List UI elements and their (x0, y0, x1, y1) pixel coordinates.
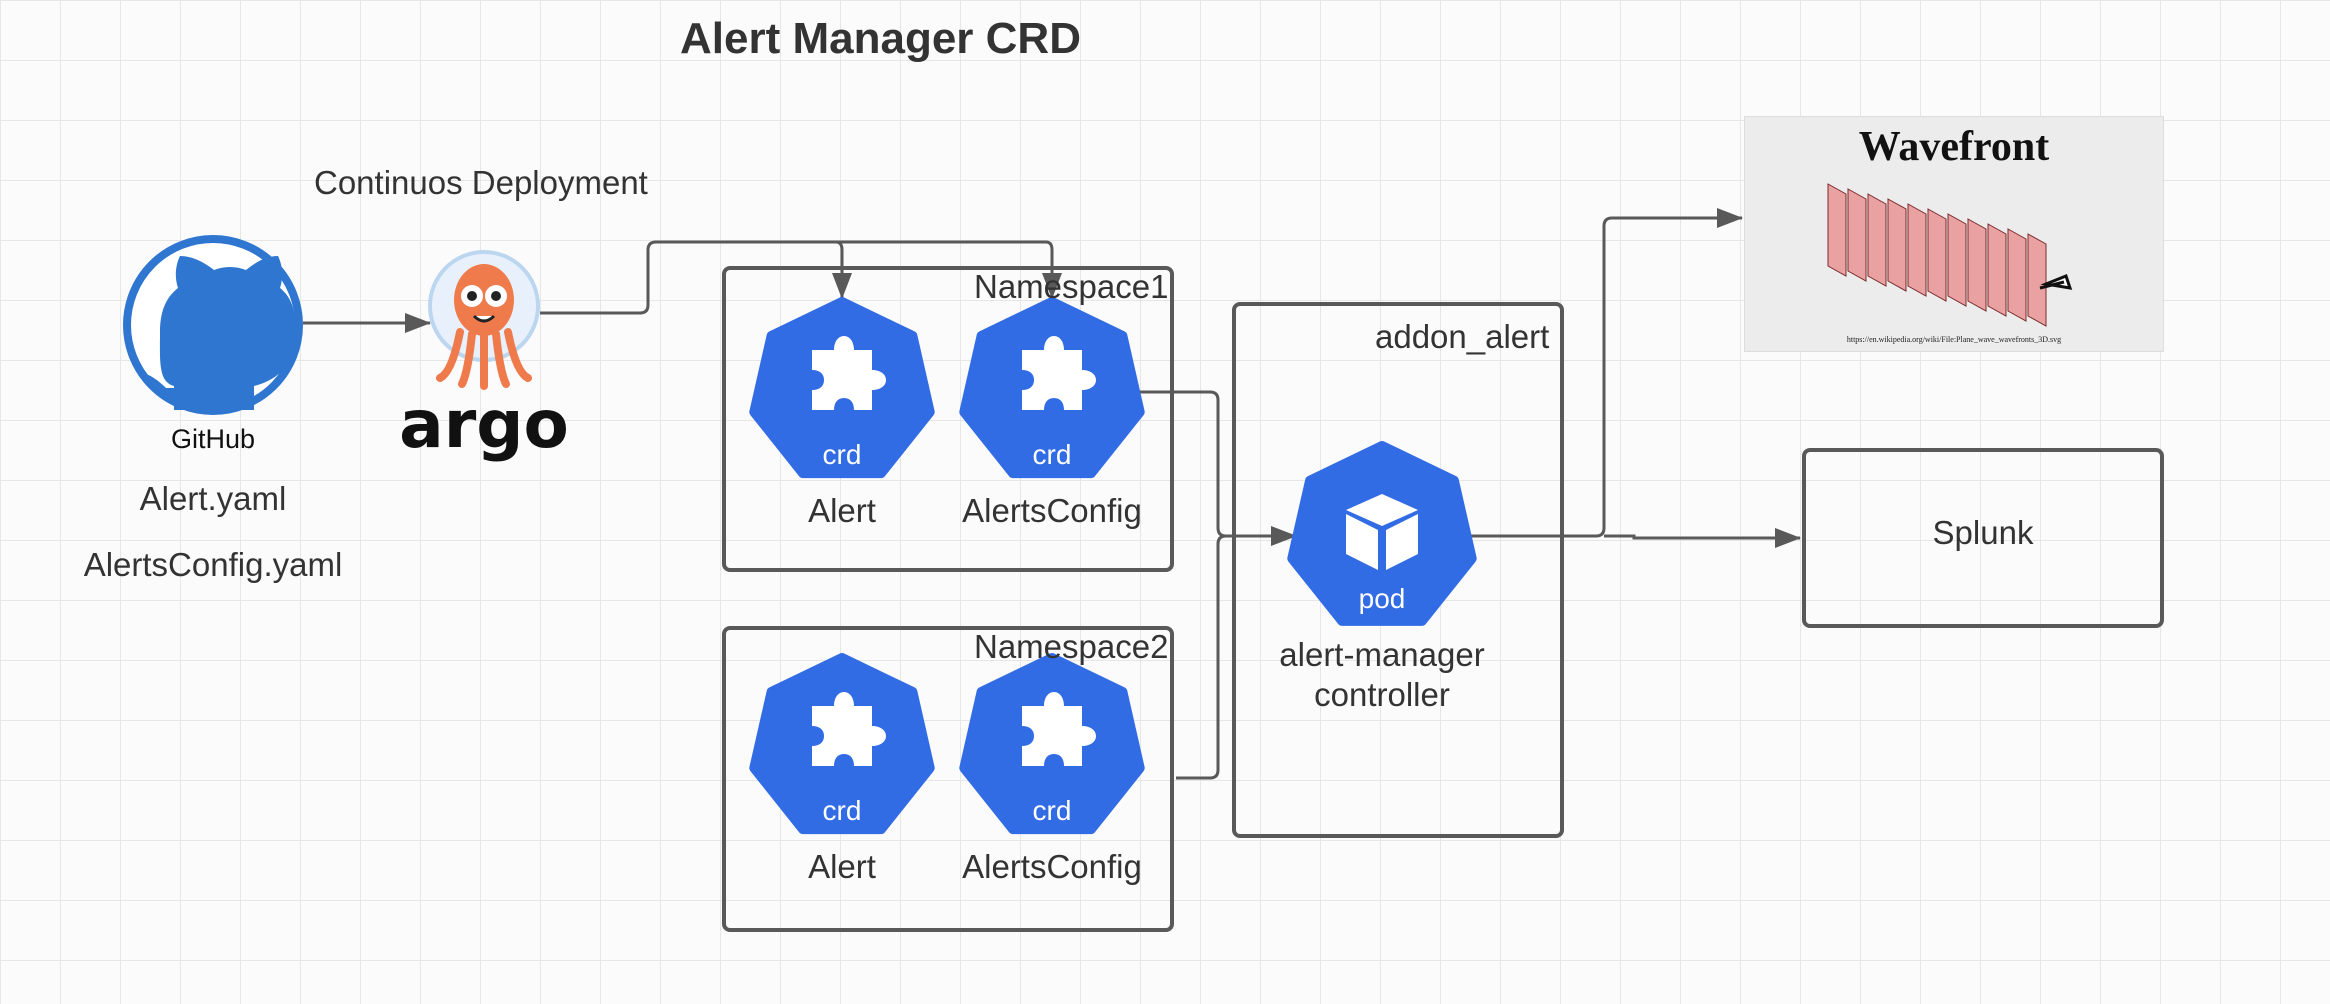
argo-octopus-head (454, 264, 514, 336)
wavefront-plane (1987, 223, 2007, 317)
cd-label: Continuos Deployment (314, 164, 648, 201)
diagram-title: Alert Manager CRD (680, 14, 1081, 63)
file-alertsconfig-yaml: AlertsConfig.yaml (83, 546, 343, 583)
file-alert-yaml: Alert.yaml (139, 480, 287, 517)
addon-alert-box (1232, 302, 1564, 838)
controller-label-line2: controller (1314, 676, 1450, 713)
addon-alert-label: addon_alert (1375, 318, 1550, 355)
wavefront-arrow-icon (2039, 274, 2073, 290)
ns1-alert-label: Alert (808, 492, 876, 529)
pod-icon: pod (1287, 441, 1477, 626)
github-logo (123, 235, 303, 415)
namespace2-label: Namespace2 (974, 628, 1169, 665)
argo-wordmark: argo (399, 386, 569, 463)
wavefront-plane (1887, 198, 1907, 292)
ns1-alert-crd-icon: crd (749, 297, 935, 479)
wavefront-plane (1827, 183, 1847, 277)
splunk-box (1802, 448, 2164, 628)
svg-text:pod: pod (1359, 583, 1406, 614)
wavefront-plane (1947, 213, 1967, 307)
argo-logo: argo (399, 250, 569, 463)
namespace1-box (722, 266, 1174, 572)
wavefront-planes (1827, 183, 2073, 327)
namespace1-label: Namespace1 (974, 268, 1169, 305)
wavefront-caption: https://en.wikipedia.org/wiki/File:Plane… (1846, 335, 2062, 344)
ns2-alertsconfig-label: AlertsConfig (962, 848, 1142, 885)
wavefront-plane (1867, 193, 1887, 287)
wavefront-plane (2007, 228, 2027, 322)
wavefront-plane (1927, 208, 1947, 302)
wavefront-plane (1907, 203, 1927, 297)
controller-label-line1: alert-manager (1279, 636, 1485, 673)
wavefront-image: Wavefront https://en.wikipedia.org/wiki/… (1744, 116, 2164, 352)
ns1-alertsconfig-label: AlertsConfig (962, 492, 1142, 529)
svg-text:crd: crd (1033, 795, 1072, 826)
wavefront-plane (1967, 218, 1987, 312)
svg-text:crd: crd (823, 795, 862, 826)
connector-ns2-pod (1176, 534, 1227, 780)
ns2-alert-crd-icon: crd (749, 653, 935, 835)
connector-argo-ns1-alertsconfig (836, 240, 1062, 299)
svg-text:crd: crd (823, 439, 862, 470)
connector-argo-ns1-alert (540, 240, 852, 315)
connector-pod-splunk (1604, 528, 1801, 548)
github-label: GitHub (170, 424, 256, 454)
ns2-alertsconfig-crd-icon: crd (959, 653, 1145, 835)
svg-text:crd: crd (1033, 439, 1072, 470)
wavefront-title: Wavefront (1858, 124, 2050, 170)
connector-pod-wavefront (1466, 208, 1743, 538)
wavefront-plane (1847, 188, 1867, 282)
splunk-label: Splunk (1932, 514, 2034, 551)
namespace2-box (722, 626, 1174, 932)
ns2-alert-label: Alert (808, 848, 876, 885)
cube-icon (1346, 494, 1418, 570)
ns1-alertsconfig-crd-icon: crd (959, 297, 1145, 479)
github-octocat-icon (144, 256, 296, 410)
wavefront-plane (2027, 233, 2047, 327)
